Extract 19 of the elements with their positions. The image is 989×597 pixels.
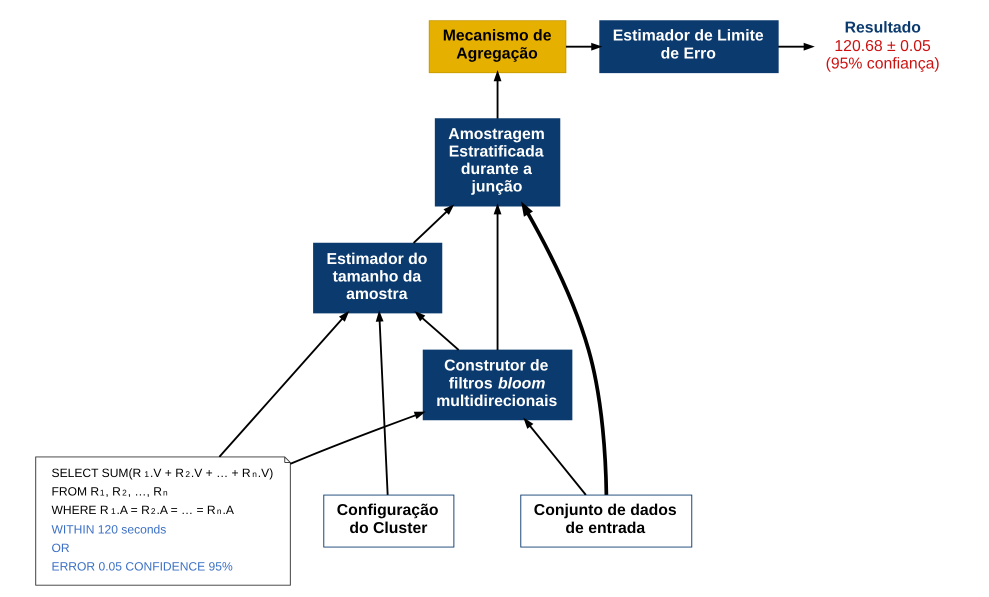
node-box: Conjunto de dados de entrada — [520, 494, 692, 548]
arrow — [218, 310, 349, 458]
arrow — [412, 204, 454, 244]
arrow — [493, 70, 501, 118]
arrow — [522, 418, 586, 496]
arrow — [778, 42, 814, 51]
node-box: Mecanismo de Agregação — [428, 20, 566, 74]
arrow — [493, 203, 501, 350]
arrow — [565, 42, 602, 51]
arrow — [290, 412, 426, 465]
node-box: Construtor de filtros bloom multidirecionais — [422, 350, 572, 420]
arrow — [520, 201, 608, 495]
node-box: Estimador do tamanho da amostra — [312, 242, 442, 314]
arrow — [414, 311, 459, 351]
node-box: Estimador de Limite de Erro — [598, 20, 778, 74]
node-text: Resultado 120.68 ± 0.05 (95% confiança) — [825, 19, 940, 73]
node-box: Amostragem Estratificada durante a junção — [434, 118, 560, 206]
node-box: Configuração do Cluster — [322, 494, 454, 548]
arrow — [375, 310, 388, 495]
